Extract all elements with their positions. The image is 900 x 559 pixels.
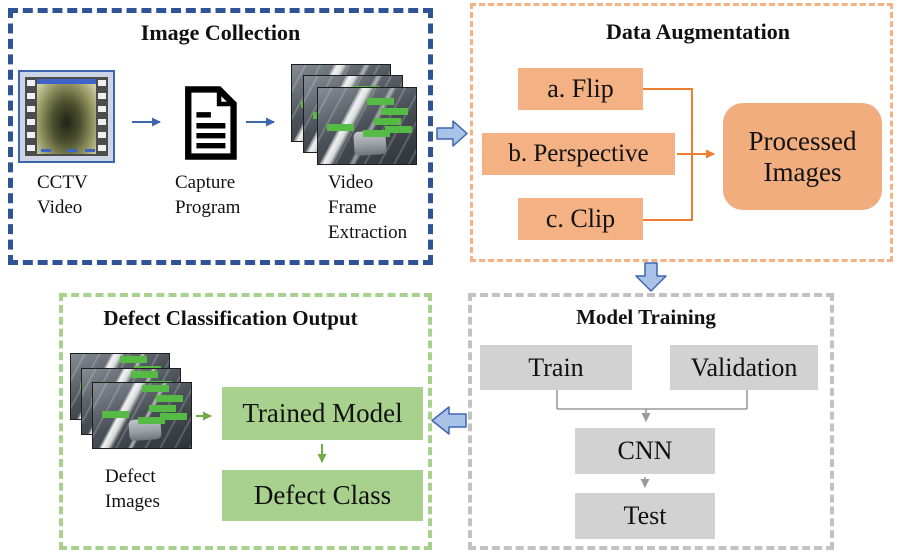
film-strip [25,77,108,156]
document-icon [185,86,237,160]
defect-output-panel [59,293,432,550]
model-training-title: Model Training [576,305,716,329]
video-titlebar [37,79,96,84]
train-box: Train [480,345,632,390]
validation-box: Validation [670,345,818,390]
test-box: Test [575,493,715,539]
processed-images-box: Processed Images [723,103,882,210]
document-fold [216,89,234,107]
image-collection-panel [8,8,433,265]
pipe-cylinder [353,129,388,156]
image-collection-title: Image Collection [140,20,301,45]
defect-class-box: Defect Class [222,470,423,521]
arrow-down-icon [635,262,667,292]
film-holes-left [27,80,35,153]
pipe-tunnel-image [37,79,96,154]
clip-box: c. Clip [518,198,643,240]
video-frames-icon [291,64,417,165]
defect-image-front [92,382,192,449]
video-timestamp-marks [41,149,51,152]
video-frame-front [317,87,417,165]
model-training-panel [468,293,834,550]
defect-images-label: Defect Images [105,466,160,513]
trained-model-box: Trained Model [222,387,423,440]
cctv-video-label: CCTV Video [37,172,88,219]
data-augmentation-title: Data Augmentation [606,19,790,44]
cctv-video-icon [18,70,115,163]
defect-annotations [102,411,129,418]
frame-extraction-label: Video Frame Extraction [328,172,408,244]
pipe-cylinder [128,418,163,442]
arrow-right-icon [436,120,468,147]
film-holes-right [98,80,106,153]
cnn-box: CNN [575,428,715,474]
defect-annotations [327,124,354,131]
data-augmentation-panel [470,3,893,262]
defect-output-title: Defect Classification Output [103,306,358,330]
arrow-left-icon [431,406,467,435]
flip-box: a. Flip [518,68,643,110]
perspective-box: b. Perspective [482,133,675,175]
capture-program-label: Capture Program [175,172,241,219]
defect-images-icon [70,353,192,449]
